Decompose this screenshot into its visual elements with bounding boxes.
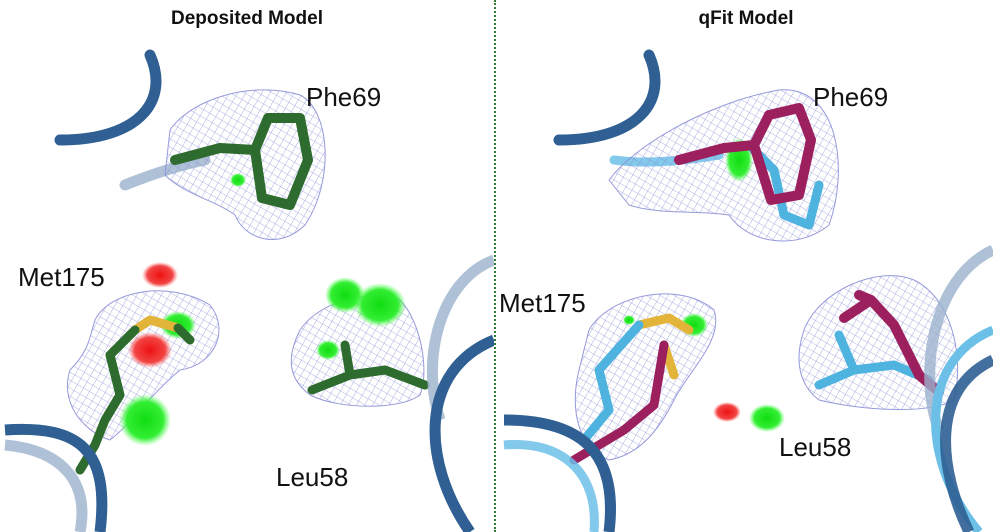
- positive-density-blob: [316, 340, 340, 360]
- positive-density-blob: [119, 394, 171, 446]
- negative-density-blob: [142, 262, 178, 288]
- positive-density-blob: [749, 404, 785, 432]
- residue-label-met175: Met175: [499, 288, 586, 318]
- backbone-ribbon: [553, 49, 661, 146]
- backbone-ribbon: [429, 334, 494, 532]
- residue-label-leu58: Leu58: [779, 432, 852, 462]
- residue-label-phe69: Phe69: [813, 82, 889, 112]
- backbone-ribbon: [503, 414, 616, 532]
- backbone-ribbon: [940, 355, 993, 532]
- leu58-sticks: [307, 340, 430, 395]
- phe69-sticks-alt-b: [744, 140, 824, 230]
- backbone-ribbon: [4, 439, 88, 532]
- residue-label-leu58: Leu58: [276, 462, 349, 492]
- panel-title: qFit Model: [698, 8, 794, 29]
- backbone-ribbon: [503, 439, 599, 532]
- positive-density-blob: [230, 173, 246, 187]
- positive-density-blob: [623, 315, 635, 325]
- qfit-model-panel: qFit Model Phe69 Met175 Leu58: [499, 0, 993, 532]
- positive-density-blob: [354, 283, 406, 327]
- panel-title: Deposited Model: [170, 8, 323, 29]
- backbone-ribbon: [4, 423, 108, 532]
- deposited-model-panel: Deposited Model Phe69 Met175 Leu58: [0, 0, 494, 532]
- backbone-ribbon: [54, 49, 162, 146]
- phe69-sticks: [170, 113, 313, 210]
- met175-sticks: [75, 315, 195, 475]
- residue-label-phe69: Phe69: [306, 82, 382, 112]
- negative-density-blob: [128, 332, 172, 368]
- negative-density-blob: [713, 402, 741, 422]
- met175-sticks: [569, 313, 694, 465]
- qfit-model-scene: [503, 49, 993, 532]
- panel-divider: [494, 0, 496, 532]
- phe69-sticks-alt-a: [674, 103, 816, 205]
- residue-label-met175: Met175: [18, 262, 105, 292]
- deposited-model-scene: [4, 49, 494, 532]
